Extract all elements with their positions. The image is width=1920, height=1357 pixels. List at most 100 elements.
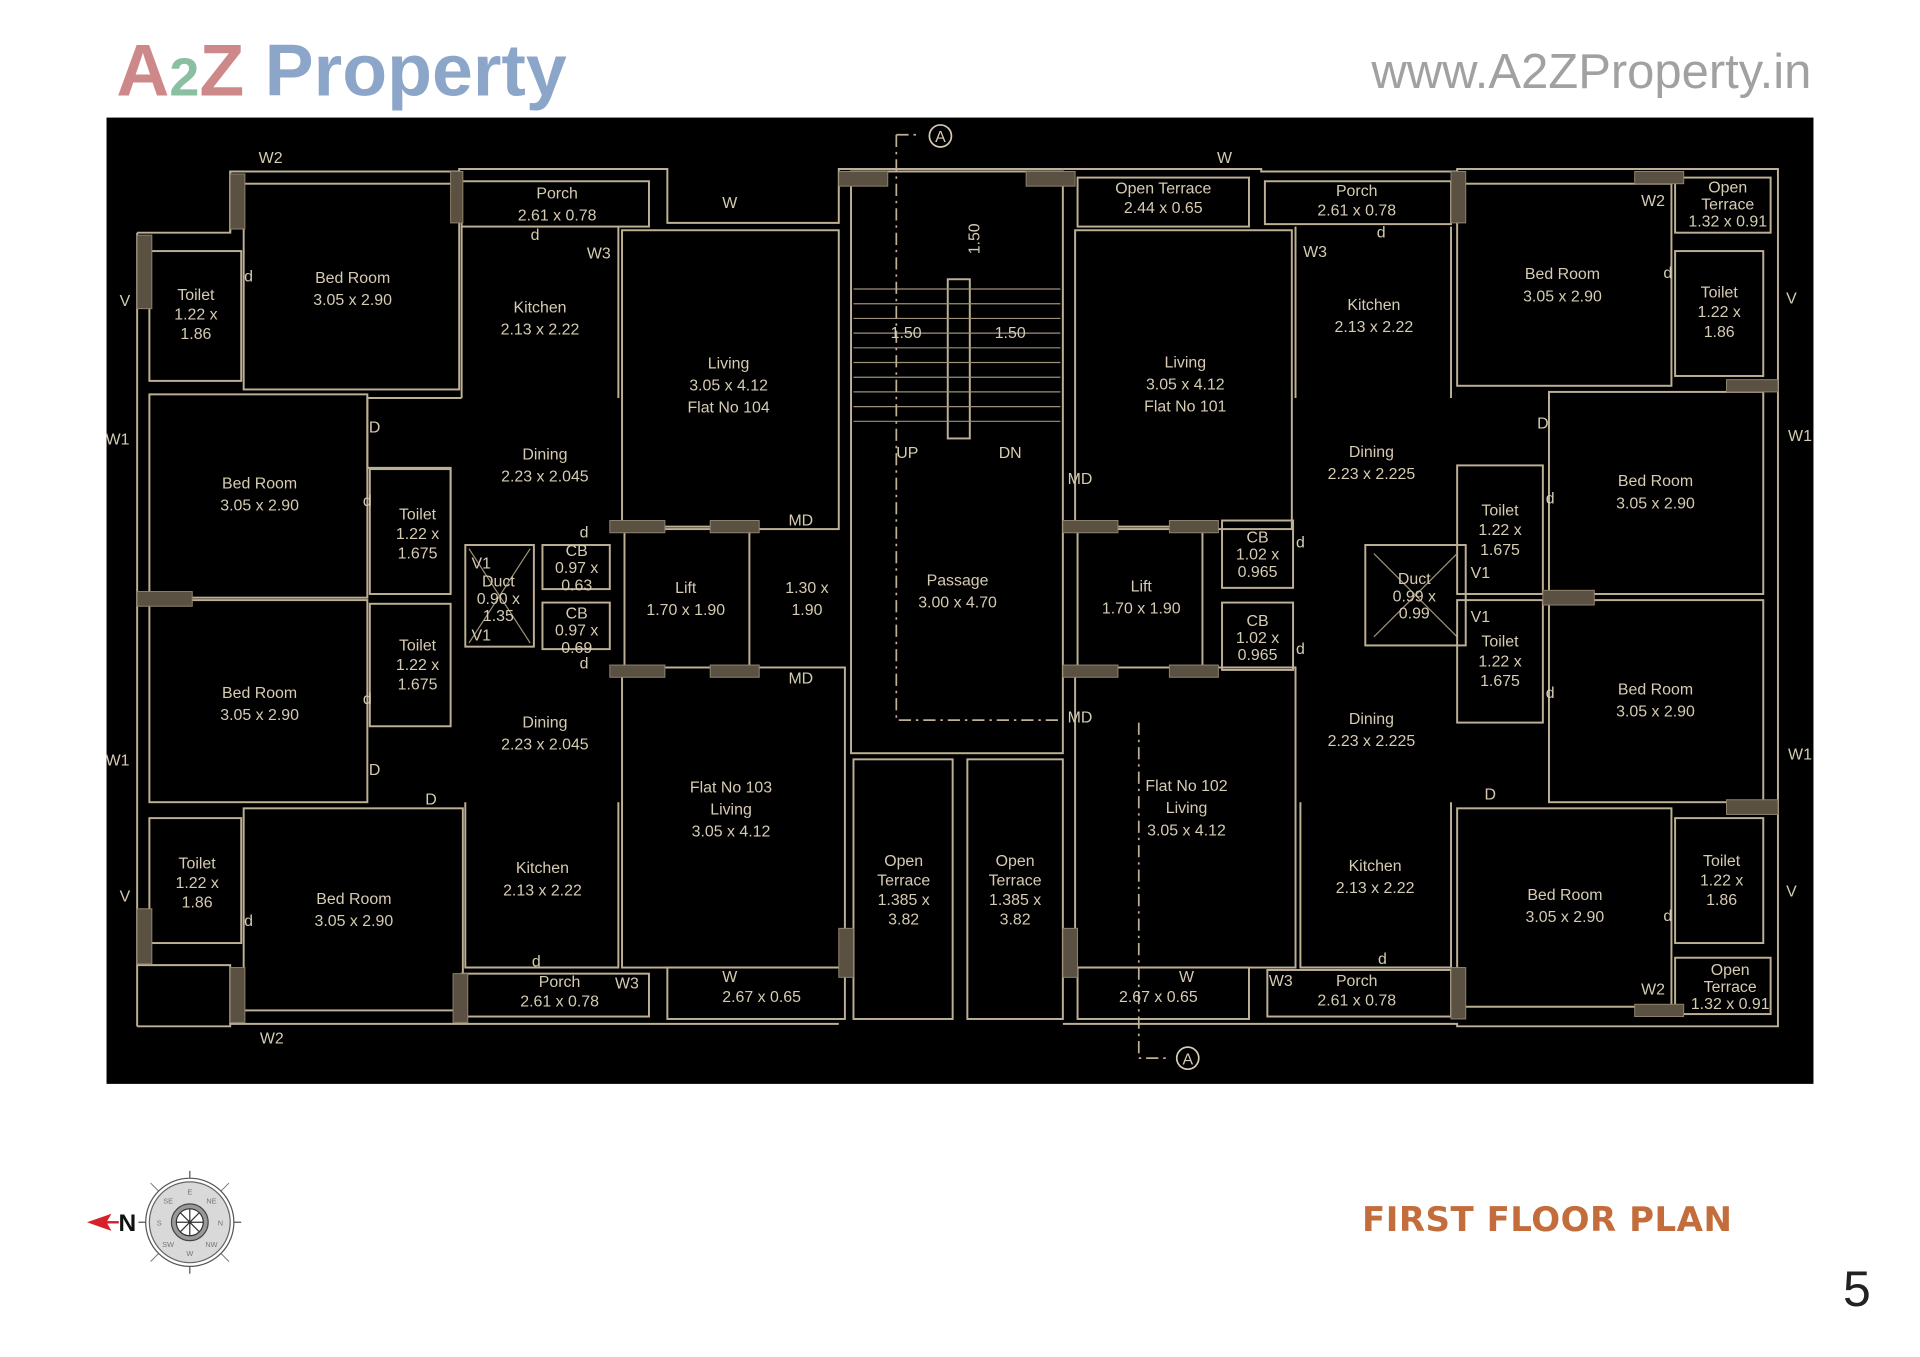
room-label-line: 2.13 x 2.22 <box>1335 319 1414 336</box>
room-label-line: Living <box>710 801 752 818</box>
room-label-line: Dining <box>1349 444 1394 461</box>
opening-marker: A <box>1182 1051 1193 1068</box>
room-label-line: Bed Room <box>315 270 390 287</box>
room-label-line: 1.22 x <box>1478 522 1521 539</box>
room-label-line: 3.05 x 2.90 <box>220 707 299 724</box>
room-label-line: 1.86 <box>182 895 213 912</box>
room-label-line: 3.05 x 4.12 <box>1147 822 1226 839</box>
opening-marker: d <box>1663 265 1672 282</box>
room-label-line: 0.63 <box>561 577 592 594</box>
room-label-line: 1.675 <box>398 677 438 694</box>
room-label-line: 0.965 <box>1238 647 1278 664</box>
room-label-line: 1.22 x <box>1700 872 1743 889</box>
opening-marker: W1 <box>106 752 130 769</box>
room-label-line: 1.22 x <box>396 526 439 543</box>
room-label-line: Open <box>884 853 923 870</box>
opening-marker: W <box>722 969 737 986</box>
room-label-line: Bed Room <box>1527 887 1602 904</box>
room-label: Porch 2.61 x 0.78 <box>520 974 599 1011</box>
opening-marker: W2 <box>1641 193 1665 210</box>
room-label-line: 2.61 x 0.78 <box>1317 203 1396 220</box>
room-label-line: Terrace <box>1704 979 1757 996</box>
opening-marker: d <box>1378 951 1387 968</box>
room-label-line: CB <box>566 605 588 622</box>
room-label-line: Porch <box>539 974 581 991</box>
room-label-line: Bed Room <box>222 685 297 702</box>
stair-treads <box>853 288 1061 422</box>
room-label-line: Toilet <box>399 637 437 654</box>
opening-marker: V1 <box>471 628 491 645</box>
opening-marker: W2 <box>1641 981 1665 998</box>
room-label-line: 1.32 x 0.91 <box>1691 996 1770 1013</box>
opening-marker: V <box>120 888 131 905</box>
room-label-line: 0.97 x <box>555 623 598 640</box>
room-label-line: 2.61 x 0.78 <box>520 994 599 1011</box>
compass-point-label: NW <box>205 1240 217 1249</box>
opening-marker: V <box>1786 884 1797 901</box>
room-label-line: 0.69 <box>561 640 592 657</box>
room-label-line: 1.86 <box>1706 892 1737 909</box>
room-label-line: Kitchen <box>1347 297 1400 314</box>
opening-marker: D <box>1484 787 1495 804</box>
room-label: Kitchen 2.13 x 2.22 <box>1335 297 1414 336</box>
room-label: Passage 3.00 x 4.70 <box>918 572 997 611</box>
room-label-line: 1.385 x <box>878 892 930 909</box>
opening-marker: d <box>1296 641 1305 658</box>
opening-marker: d <box>363 493 372 510</box>
room-label-line: Open <box>1708 179 1747 196</box>
room-label-line: Terrace <box>877 872 930 889</box>
opening-marker: D <box>369 419 380 436</box>
opening-marker: A <box>935 129 946 146</box>
opening-marker: d <box>244 913 253 930</box>
opening-marker: 1.50 <box>967 223 984 254</box>
room-label: Toilet 1.22 x 1.86 <box>1700 853 1743 909</box>
room-label-line: Flat No 101 <box>1144 399 1226 416</box>
room-label-line: Dining <box>522 446 567 463</box>
room-label-line: 3.05 x 2.90 <box>315 913 394 930</box>
room-label-line: Passage <box>927 572 989 589</box>
room-label-line: Terrace <box>1701 196 1754 213</box>
room-label-line: 3.05 x 2.90 <box>1526 909 1605 926</box>
room-label-line: 3.05 x 4.12 <box>689 378 768 395</box>
room-label-line: 1.30 x <box>785 580 828 597</box>
room-label-line: Toilet <box>399 506 437 523</box>
room-label-line: 2.23 x 2.225 <box>1328 466 1416 483</box>
room-label-line: 0.99 <box>1399 605 1430 622</box>
walls <box>136 133 1779 1060</box>
room-label-line: Terrace <box>989 872 1042 889</box>
room-label-line: 1.35 <box>483 608 514 625</box>
room-label-line: 0.97 x <box>555 560 598 577</box>
room-label-line: 2.61 x 0.78 <box>1317 993 1396 1010</box>
room-label-line: 1.90 <box>791 602 822 619</box>
room-label-line: 1.22 x <box>1698 304 1741 321</box>
room-label-line: 3.00 x 4.70 <box>918 594 997 611</box>
room-label-line: 3.82 <box>888 912 919 929</box>
room-label-line: Toilet <box>1703 853 1741 870</box>
room-label-line: 2.13 x 2.22 <box>503 882 582 899</box>
room-label-line: Living <box>1166 800 1208 817</box>
opening-marker: d <box>580 656 589 673</box>
room-label-line: Living <box>708 356 750 373</box>
opening-marker: D <box>425 792 436 809</box>
opening-marker: d <box>532 953 541 970</box>
opening-marker: d <box>531 227 540 244</box>
room-label: 2.67 x 0.65 <box>722 989 801 1006</box>
opening-marker: W3 <box>1303 244 1327 261</box>
opening-marker: d <box>1546 685 1555 702</box>
opening-marker: MD <box>1068 471 1093 488</box>
room-label-line: Dining <box>1349 711 1394 728</box>
